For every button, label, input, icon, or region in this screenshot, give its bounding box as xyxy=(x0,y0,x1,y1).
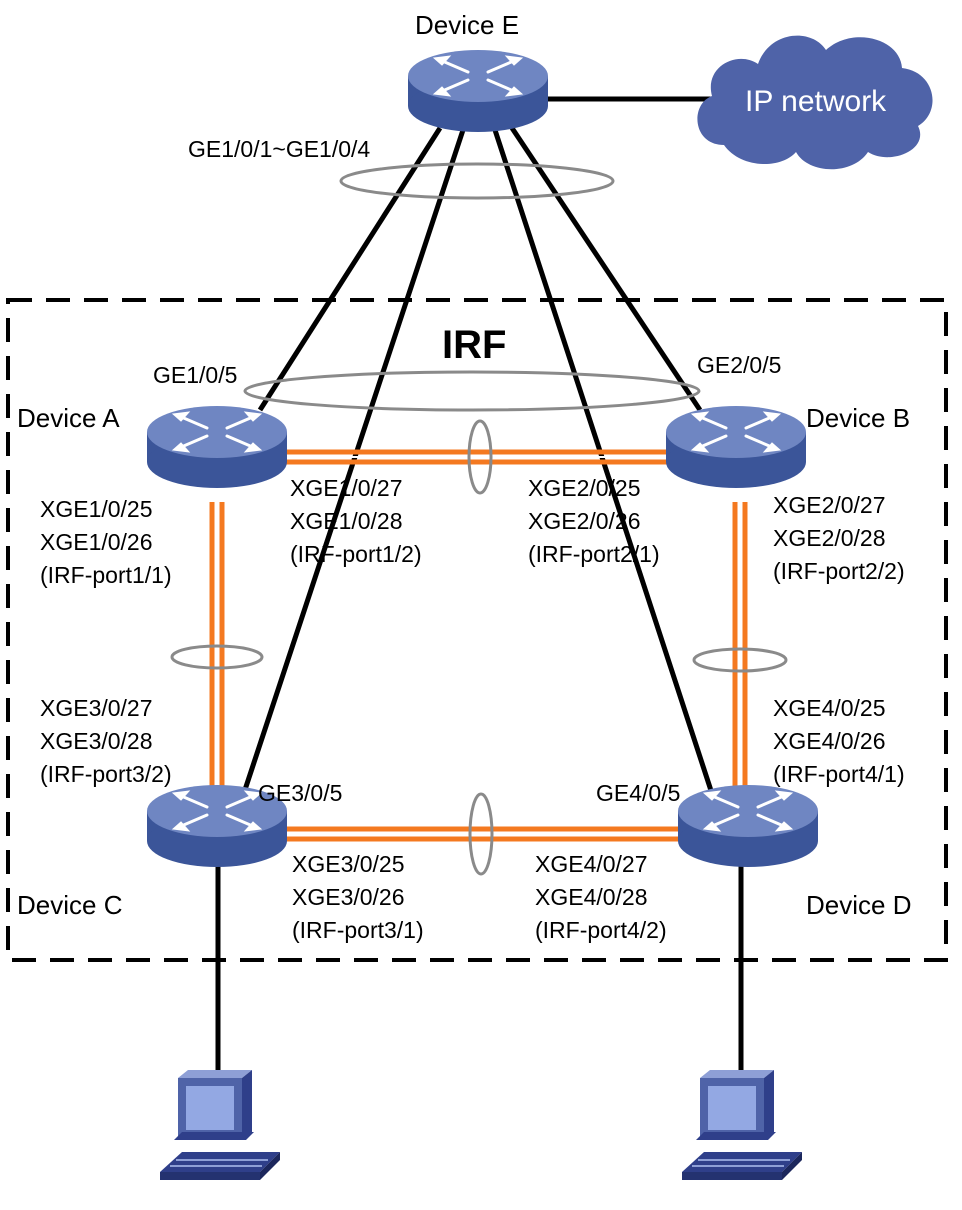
cloud-icon xyxy=(697,35,933,170)
device-e-label: Device E xyxy=(415,10,519,40)
switch-icon-device-a xyxy=(145,404,289,490)
irf-port-c-right-3: (IRF-port3/1) xyxy=(292,917,424,943)
irf-port-a-right-1: XGE1/0/27 xyxy=(290,475,403,501)
irf-port-c-up-2: XGE3/0/28 xyxy=(40,728,153,754)
irf-port-a-down-2: XGE1/0/26 xyxy=(40,529,153,555)
irf-port-d-up-1: XGE4/0/25 xyxy=(773,695,886,721)
switch-icon-device-b xyxy=(664,404,808,490)
irf-links xyxy=(209,449,748,842)
irf-port-d-up-2: XGE4/0/26 xyxy=(773,728,886,754)
irf-port-a-down-3: (IRF-port1/1) xyxy=(40,562,172,588)
aggregation-e xyxy=(339,162,615,200)
irf-port-d-left-3: (IRF-port4/2) xyxy=(535,917,667,943)
irf-port-c-right-2: XGE3/0/26 xyxy=(292,884,405,910)
device-b-label: Device B xyxy=(806,403,910,433)
aggregation-bottom-irf xyxy=(468,792,494,876)
irf-port-d-left-2: XGE4/0/28 xyxy=(535,884,648,910)
aggregation-ab xyxy=(243,370,701,412)
aggregation-right-irf xyxy=(692,647,788,673)
device-d-label: Device D xyxy=(806,890,911,920)
irf-port-a-right-2: XGE1/0/28 xyxy=(290,508,403,534)
irf-port-b-down-1: XGE2/0/27 xyxy=(773,492,886,518)
irf-port-b-left-2: XGE2/0/26 xyxy=(528,508,641,534)
pc-icon-right xyxy=(681,1069,803,1181)
irf-port-c-up-3: (IRF-port3/2) xyxy=(40,761,172,787)
aggregation-marks xyxy=(170,162,788,876)
irf-boundary xyxy=(6,298,948,962)
irf-port-c-up-1: XGE3/0/27 xyxy=(40,695,153,721)
device-c-label: Device C xyxy=(17,890,122,920)
irf-port-b-down-2: XGE2/0/28 xyxy=(773,525,886,551)
device-a-label: Device A xyxy=(17,403,120,433)
port-e-uplinks: GE1/0/1~GE1/0/4 xyxy=(188,136,370,162)
aggregation-left-irf xyxy=(170,644,264,670)
pc-icon-left xyxy=(159,1069,281,1181)
irf-port-d-up-3: (IRF-port4/1) xyxy=(773,761,905,787)
switch-icon-device-d xyxy=(676,783,820,869)
irf-port-b-left-3: (IRF-port2/1) xyxy=(528,541,660,567)
uplinks xyxy=(215,96,744,1090)
irf-port-a-down-1: XGE1/0/25 xyxy=(40,496,153,522)
irf-port-a-right-3: (IRF-port1/2) xyxy=(290,541,422,567)
cloud-label: IP network xyxy=(745,85,887,118)
irf-port-b-left-1: XGE2/0/25 xyxy=(528,475,641,501)
irf-port-b-down-3: (IRF-port2/2) xyxy=(773,558,905,584)
port-b-ge: GE2/0/5 xyxy=(697,352,781,378)
port-d-ge: GE4/0/5 xyxy=(596,780,680,806)
irf-port-d-left-1: XGE4/0/27 xyxy=(535,851,648,877)
port-c-ge: GE3/0/5 xyxy=(258,780,342,806)
irf-title: IRF xyxy=(442,323,506,367)
switch-icon-device-e xyxy=(406,48,550,134)
port-a-ge: GE1/0/5 xyxy=(153,362,237,388)
irf-port-c-right-1: XGE3/0/25 xyxy=(292,851,405,877)
aggregation-top-irf xyxy=(467,419,493,495)
